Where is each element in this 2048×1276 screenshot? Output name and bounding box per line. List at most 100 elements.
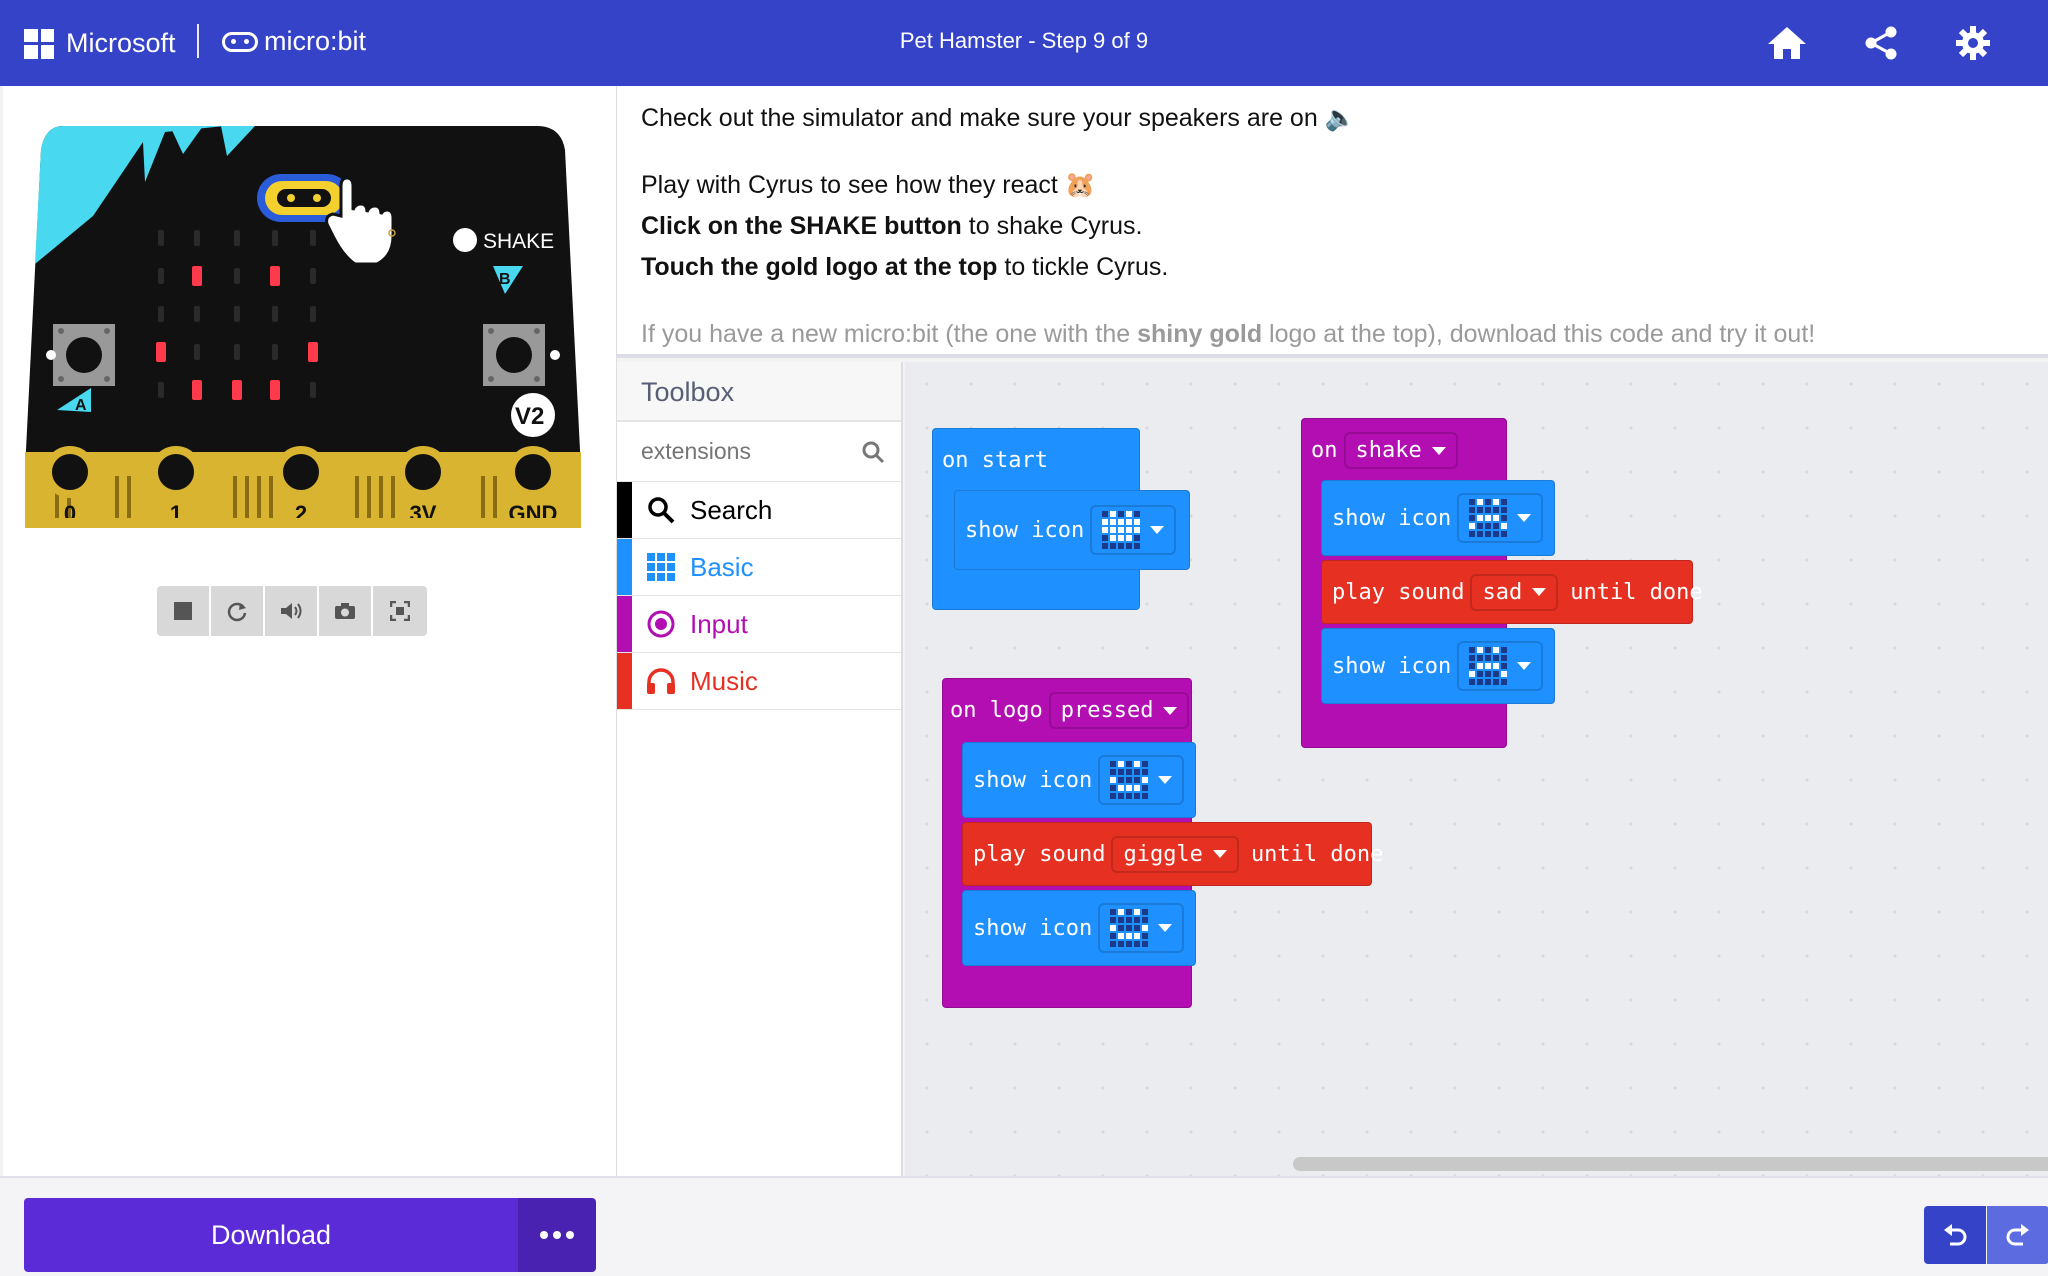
on-label: on	[1311, 438, 1338, 463]
pin-2[interactable]	[275, 446, 327, 498]
toolbox-category-label: Input	[690, 608, 748, 639]
icon-dropdown[interactable]	[1457, 493, 1544, 543]
instruction-line-5-post: logo at the top), download this code and…	[1262, 320, 1816, 348]
instruction-line-4: Touch the gold logo at the top to tickle…	[641, 253, 1168, 282]
led-off	[234, 268, 240, 284]
sound-dropdown[interactable]: giggle	[1111, 835, 1239, 873]
led-off	[310, 306, 316, 322]
grid-icon	[632, 553, 690, 581]
show-icon-label: show icon	[973, 767, 1093, 793]
microsoft-logo[interactable]: Microsoft	[24, 28, 176, 59]
workspace-horizontal-scrollbar[interactable]	[1293, 1157, 2048, 1171]
share-icon[interactable]	[1858, 20, 1904, 66]
instruction-line-5: If you have a new micro:bit (the one wit…	[641, 320, 1815, 349]
led-off	[158, 268, 164, 284]
toolbox-search	[617, 422, 901, 482]
toolbox: Toolbox Search Basic Input Music	[617, 362, 903, 1177]
led-on	[192, 266, 202, 286]
show-icon-block[interactable]: show icon	[962, 890, 1196, 966]
simulator-controls	[157, 586, 427, 636]
pin-3v[interactable]	[397, 446, 449, 498]
restart-icon[interactable]	[211, 586, 265, 636]
screenshot-icon[interactable]	[319, 586, 373, 636]
led-icon-preview	[1110, 761, 1149, 799]
instruction-line-2: Play with Cyrus to see how they react 🐹	[641, 171, 1096, 199]
toolbox-category-input[interactable]: Input	[617, 596, 901, 653]
logo-event-dropdown[interactable]: pressed	[1048, 692, 1190, 729]
home-icon[interactable]	[1764, 20, 1810, 66]
until-done-label: until done	[1250, 841, 1384, 867]
button-a-label: A	[75, 397, 87, 414]
show-icon-block[interactable]: show icon	[962, 742, 1196, 818]
show-icon-block[interactable]: show icon	[1321, 628, 1555, 704]
led-on	[270, 380, 280, 400]
toolbox-category-label: Music	[690, 665, 758, 696]
button-b-label: B	[499, 271, 511, 288]
led-on	[308, 342, 318, 362]
led-off	[234, 230, 240, 246]
ellipsis-icon[interactable]	[518, 1198, 596, 1272]
download-button[interactable]: Download	[24, 1198, 518, 1272]
microbit-logo[interactable]: micro:bit	[222, 26, 366, 57]
led-off	[158, 230, 164, 246]
pin-0[interactable]	[44, 446, 96, 498]
headphones-icon	[632, 667, 690, 695]
toolbox-category-basic[interactable]: Basic	[617, 539, 901, 596]
show-icon-label: show icon	[965, 517, 1085, 543]
led-matrix	[156, 230, 318, 400]
volume-icon[interactable]	[265, 586, 319, 636]
stop-icon[interactable]	[157, 586, 211, 636]
icon-dropdown[interactable]	[1457, 641, 1544, 691]
instruction-line-3-rest: to shake Cyrus.	[961, 212, 1143, 240]
led-on	[270, 266, 280, 286]
led-off	[234, 306, 240, 322]
led-icon-preview	[1102, 511, 1141, 549]
icon-dropdown[interactable]	[1090, 505, 1177, 555]
on-logo-label: on logo	[950, 698, 1043, 723]
gesture-dropdown[interactable]: shake	[1343, 432, 1458, 469]
toolbox-category-music[interactable]: Music	[617, 653, 901, 710]
undo-icon[interactable]	[1924, 1206, 1986, 1264]
top-bar: Microsoft micro:bit Pet Hamster - Step 9…	[0, 0, 2048, 86]
icon-dropdown[interactable]	[1098, 903, 1185, 953]
toolbox-title: Toolbox	[617, 362, 901, 422]
microbit-icon	[222, 31, 258, 52]
header-divider	[197, 24, 199, 58]
toolbox-category-search[interactable]: Search	[617, 482, 901, 539]
fullscreen-icon[interactable]	[373, 586, 427, 636]
settings-gear-icon[interactable]	[1950, 20, 1996, 66]
play-sound-block[interactable]: play sound giggle until done	[962, 822, 1383, 886]
show-icon-label: show icon	[1332, 653, 1452, 679]
blocks-workspace[interactable]: on start show icon on shake show icon pl…	[905, 362, 2048, 1177]
button-b[interactable]	[483, 324, 545, 386]
show-icon-block[interactable]: show icon	[1321, 480, 1555, 556]
gold-logo-touch[interactable]	[257, 174, 351, 222]
play-sound-block[interactable]: play sound sad until done	[1321, 560, 1703, 624]
led-off	[310, 268, 316, 284]
icon-dropdown[interactable]	[1098, 755, 1185, 805]
version-badge: V2	[515, 403, 544, 430]
led-off	[234, 344, 240, 360]
microsoft-brand-text: Microsoft	[66, 28, 176, 58]
toolbox-category-label: Search	[690, 494, 773, 525]
redo-icon[interactable]	[1987, 1206, 2048, 1264]
button-a[interactable]	[53, 324, 115, 386]
led-off	[272, 230, 278, 246]
tutorial-instructions: Check out the simulator and make sure yo…	[617, 86, 2048, 358]
show-icon-label: show icon	[973, 915, 1093, 941]
led-off	[272, 306, 278, 322]
instruction-line-5-pre: If you have a new micro:bit (the one wit…	[641, 320, 1138, 348]
led-off	[194, 306, 200, 322]
instruction-line-4-rest: to tickle Cyrus.	[997, 253, 1169, 281]
show-icon-block[interactable]: show icon	[954, 490, 1190, 570]
shake-button[interactable]: SHAKE	[453, 228, 554, 253]
pin-gnd[interactable]	[507, 446, 559, 498]
pin-1[interactable]	[150, 446, 202, 498]
search-icon[interactable]	[861, 440, 885, 469]
toolbox-search-input[interactable]	[617, 422, 857, 481]
sound-dropdown[interactable]: sad	[1470, 573, 1559, 611]
tutorial-title: Pet Hamster - Step 9 of 9	[899, 28, 1149, 53]
led-off	[310, 382, 316, 398]
on-start-label: on start	[942, 448, 1048, 473]
